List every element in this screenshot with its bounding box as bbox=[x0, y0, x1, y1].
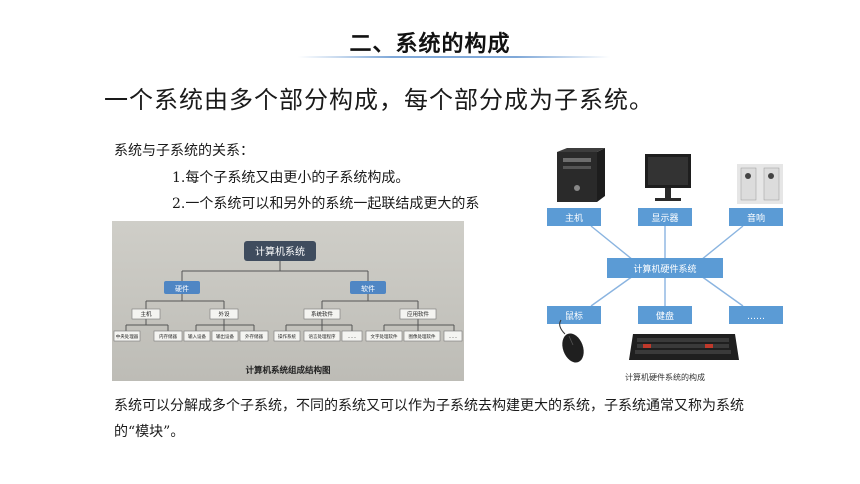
node-keyboard-box bbox=[638, 306, 692, 324]
node-host-box bbox=[547, 208, 601, 226]
tree-host: 主机 bbox=[140, 310, 152, 318]
conclusion-paragraph: 系统可以分解成多个子系统，不同的系统又可以作为子系统去构建更大的系统，子系统通常… bbox=[114, 398, 744, 440]
tree-software: 软件 bbox=[361, 284, 375, 293]
hardware-system-diagram: 主机 显示器 音响 计算机硬件系统 鼠标 健盘 …… 计算机硬件系统的构成 bbox=[547, 148, 783, 382]
node-keyboard: 健盘 bbox=[656, 310, 674, 322]
tree-image-processor: 图像处理软件 bbox=[409, 333, 436, 340]
tree-peripheral: 外设 bbox=[218, 310, 230, 318]
node-speaker: 音响 bbox=[747, 212, 765, 224]
center-node: 计算机硬件系统 bbox=[633, 263, 696, 275]
hw-caption: 计算机硬件系统的构成 bbox=[625, 372, 705, 382]
headline: 一个系统由多个部分构成，每个部分成为子系统。 bbox=[104, 86, 654, 114]
mouse-icon bbox=[559, 319, 584, 363]
tree-input-device: 输入设备 bbox=[188, 333, 206, 340]
tree-root-box bbox=[244, 241, 316, 261]
node-more-box bbox=[729, 306, 783, 324]
tree-software-box bbox=[350, 281, 386, 294]
tree-lang-processor: 语言处理程序 bbox=[309, 333, 336, 340]
tree-caption: 计算机系统组成结构图 bbox=[245, 365, 330, 376]
tree-connectors bbox=[125, 261, 455, 331]
tree-cpu: 中央处理器 bbox=[116, 333, 139, 340]
tree-output-device: 输出设备 bbox=[216, 333, 234, 340]
tree-memory: 内存储器 bbox=[159, 333, 177, 340]
speaker-icon bbox=[737, 164, 783, 204]
tree-system-software: 系统软件 bbox=[311, 310, 334, 318]
relation-item-1: 1.每个子系统又由更小的子系统构成。 bbox=[172, 170, 410, 186]
tree-hardware: 硬件 bbox=[175, 284, 189, 293]
tree-hardware-box bbox=[164, 281, 200, 294]
tree-external-storage: 外存储器 bbox=[245, 333, 263, 340]
keyboard-icon bbox=[629, 334, 739, 360]
monitor-icon bbox=[645, 154, 691, 201]
tree-sys-more: …… bbox=[348, 335, 357, 340]
center-node-box bbox=[607, 258, 723, 278]
node-more: …… bbox=[747, 312, 765, 322]
tree-root: 计算机系统 bbox=[255, 245, 305, 258]
tree-app-more: …… bbox=[449, 335, 458, 340]
tree-word-processor: 文字处理软件 bbox=[371, 333, 398, 340]
pc-tower-icon bbox=[557, 148, 605, 202]
tree-app-software: 应用软件 bbox=[407, 310, 430, 318]
hardware-connectors bbox=[590, 225, 744, 307]
title-underline bbox=[298, 56, 610, 58]
tree-os: 操作系统 bbox=[278, 333, 296, 340]
node-monitor: 显示器 bbox=[651, 213, 678, 224]
node-mouse: 鼠标 bbox=[565, 310, 583, 322]
computer-system-tree-photo: 计算机系统 硬件 软件 主机 外设 系统软件 应用软件 中央处理器 内存储器 输… bbox=[112, 221, 464, 381]
node-monitor-box bbox=[638, 208, 692, 226]
slide-title: 二、系统的构成 bbox=[349, 32, 511, 57]
node-mouse-box bbox=[547, 306, 601, 324]
tree-diagram: 计算机系统 硬件 软件 主机 外设 系统软件 应用软件 中央处理器 内存储器 输… bbox=[112, 221, 464, 381]
node-speaker-box bbox=[729, 208, 783, 226]
relation-item-2: 2.一个系统可以和另外的系统一起联结成更大的系 bbox=[172, 196, 480, 212]
relation-heading: 系统与子系统的关系： bbox=[114, 143, 254, 159]
node-host: 主机 bbox=[565, 212, 583, 224]
